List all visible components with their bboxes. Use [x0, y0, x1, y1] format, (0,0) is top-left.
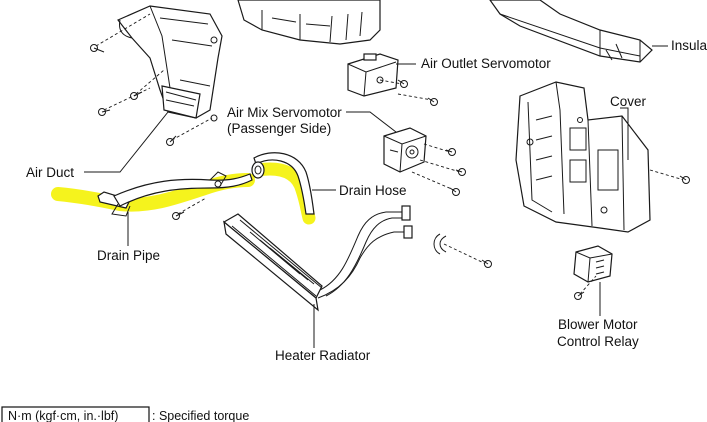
label-cover: Cover: [610, 94, 647, 109]
screw-icon: [449, 187, 460, 196]
air-mix-servomotor-part: [383, 127, 427, 173]
screw-icon: [481, 259, 492, 268]
screw-icon: [445, 148, 456, 156]
label-heater-radiator: Heater Radiator: [275, 348, 371, 363]
part-labels: Insula Air Outlet Servomotor Cover Air M…: [26, 38, 707, 363]
air-outlet-servomotor-part: [347, 53, 399, 97]
label-air-mix-servomotor: Air Mix Servomotor: [227, 105, 342, 120]
label-air-duct: Air Duct: [26, 165, 74, 180]
screw-icon: [397, 79, 408, 88]
screw-icon: [98, 108, 111, 116]
screw-icon: [574, 291, 585, 300]
screw-icon: [172, 211, 185, 220]
screw-icon: [90, 44, 105, 53]
screw-icon: [166, 135, 177, 146]
drain-hose-part: [251, 152, 315, 215]
air-duct-housing: [117, 5, 223, 122]
label-air-outlet-servomotor: Air Outlet Servomotor: [421, 56, 551, 71]
label-blower-motor: Blower Motor: [558, 317, 638, 332]
torque-legend: N·m (kgf·cm, in.·lbf) : Specified torque: [1, 406, 249, 422]
mounting-screws: [90, 13, 690, 300]
cover-part: [515, 81, 651, 233]
drain-pipe-part: [97, 171, 253, 217]
blower-motor-relay-part: [573, 245, 613, 283]
screw-icon: [427, 97, 438, 106]
label-drain-pipe: Drain Pipe: [97, 248, 160, 263]
torque-legend-unit: N·m (kgf·cm, in.·lbf): [8, 409, 118, 422]
heater-case-top: [237, 0, 381, 45]
label-control-relay: Control Relay: [557, 334, 639, 349]
torque-legend-description: : Specified torque: [152, 409, 249, 422]
label-air-mix-servomotor-side: (Passenger Side): [227, 121, 331, 136]
screw-icon: [679, 175, 690, 184]
label-drain-hose: Drain Hose: [339, 183, 407, 198]
clip-part: [433, 233, 447, 255]
screw-icon: [455, 168, 466, 176]
insulator-panel: [489, 0, 653, 63]
torque-legend-box: [1, 406, 150, 422]
heater-radiator-part: [222, 205, 413, 312]
label-insulator: Insula: [671, 38, 707, 53]
leader-lines: [84, 45, 668, 348]
